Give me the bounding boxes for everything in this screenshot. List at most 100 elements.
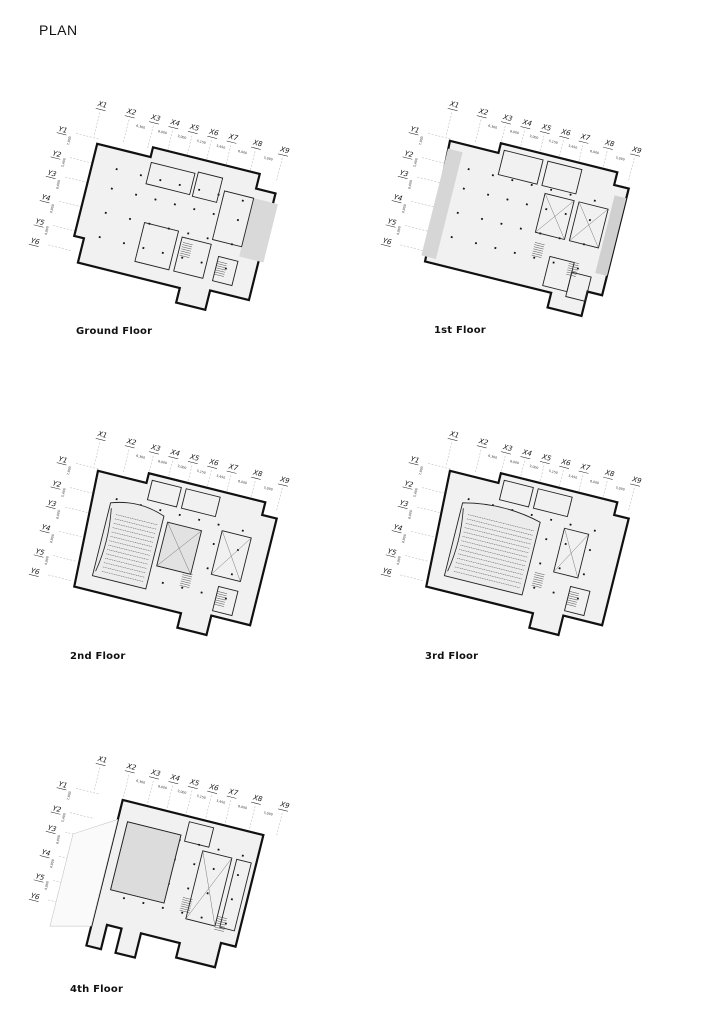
grid-label-y: Y5 (387, 547, 398, 557)
grid-label-x: X3 (149, 113, 161, 123)
grid-label-underline (402, 486, 413, 490)
column (178, 513, 181, 517)
stair-tread (216, 918, 227, 922)
grid-label-underline (50, 486, 61, 490)
grid-line-x (186, 135, 193, 159)
grid-label-underline (207, 790, 218, 794)
room (134, 222, 180, 271)
column (115, 168, 118, 171)
grid-label-x: X4 (521, 448, 533, 458)
column (241, 854, 244, 857)
grid-label-x: X6 (208, 457, 220, 467)
grid-line-y (70, 487, 94, 494)
dimension-x: 5,000 (263, 156, 273, 162)
grid-line-y (411, 531, 435, 538)
ground-floor-label: Ground Floor (76, 326, 153, 337)
grid-label-y: Y1 (58, 455, 68, 465)
grid-label-underline (278, 483, 288, 487)
dimension-x: 6,000 (238, 149, 248, 155)
grid-label-underline (250, 801, 261, 805)
grid-label-underline (380, 243, 391, 247)
grid-label-underline (559, 465, 570, 469)
grid-label-underline (226, 795, 237, 799)
grid-label-underline (149, 121, 159, 125)
third-floor-label: 3rd Floor (425, 651, 479, 662)
column (588, 218, 592, 222)
grid-line-x (249, 151, 256, 175)
grid-label-underline (28, 243, 39, 247)
column (474, 242, 478, 245)
column (206, 567, 209, 570)
grid-line-x (601, 151, 608, 175)
column (128, 217, 132, 221)
grid-label-x: X8 (603, 468, 615, 478)
stair-tread (532, 252, 542, 256)
stair-tread (215, 269, 225, 273)
column (224, 922, 227, 925)
dimension-y: 6,000 (407, 180, 413, 190)
grid-label-underline (397, 176, 408, 179)
grid-label-underline (45, 506, 56, 509)
grid-label-underline (630, 153, 640, 157)
grid-label-x: X6 (208, 782, 220, 792)
grid-line-x (518, 130, 525, 154)
column (564, 212, 567, 216)
dimension-y: 4,800 (44, 556, 50, 566)
page-title: PLAN (39, 22, 78, 38)
dimension-y: 6,000 (55, 835, 61, 845)
column (193, 208, 196, 211)
dimension-y: 5,400 (61, 158, 67, 168)
dimension-x: 5,150 (196, 794, 206, 800)
stair-tread (568, 595, 579, 599)
stair-tread (214, 271, 225, 275)
room (534, 192, 575, 241)
column (206, 892, 209, 895)
grid-line-x (475, 119, 482, 144)
first-floor-label: 1st Floor (434, 325, 486, 336)
dimension-x: 6,000 (238, 804, 248, 810)
grid-line-x (123, 774, 130, 799)
grid-label-underline (402, 156, 413, 160)
column (198, 188, 201, 191)
grid-label-y: Y3 (47, 824, 57, 834)
column (122, 242, 126, 245)
column (236, 218, 240, 222)
grid-label-x: X7 (227, 787, 239, 797)
grid-line-y (59, 531, 83, 538)
stair-tread (181, 248, 192, 252)
column (533, 256, 536, 259)
dimension-y: 4,800 (49, 204, 55, 214)
grid-line-y (417, 176, 441, 183)
grid-label-underline (447, 108, 458, 112)
column (582, 573, 585, 576)
grid-line-x (499, 125, 506, 150)
column (212, 867, 215, 871)
void-diagonal (185, 857, 233, 919)
grid-label-x: X8 (603, 138, 615, 148)
grid-line-x (576, 475, 584, 499)
stair-tread (214, 603, 224, 607)
grid-label-x: X6 (560, 127, 572, 137)
stair-tread (179, 910, 190, 913)
grid-line-x (186, 790, 193, 814)
stair-tread (182, 574, 193, 578)
stair-tread (181, 903, 192, 907)
grid-label-x: X8 (251, 468, 263, 478)
grid-line-x (249, 481, 256, 505)
dimension-y: 6,000 (55, 180, 61, 190)
dimension-x: 6,000 (590, 149, 600, 155)
grid-label-underline (149, 451, 159, 455)
grid-label-x: X8 (251, 138, 263, 148)
grid-label-x: X7 (227, 132, 239, 142)
grid-label-underline (278, 153, 288, 157)
grid-label-y: Y5 (35, 872, 46, 882)
column (139, 174, 142, 177)
grid-line-y (400, 244, 424, 251)
column (550, 188, 553, 191)
stair-tread (216, 265, 227, 269)
grid-label-underline (520, 456, 531, 460)
